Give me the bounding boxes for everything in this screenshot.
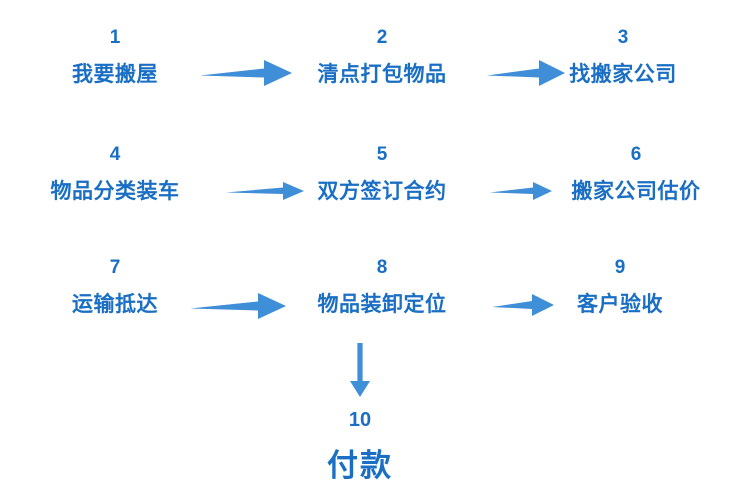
flow-step-10[interactable]: 10 付款 <box>327 410 393 481</box>
step-label: 找搬家公司 <box>569 63 677 86</box>
arrow-2-to-3-icon <box>487 60 565 86</box>
step-label: 物品装卸定位 <box>317 293 447 316</box>
step-label: 客户验收 <box>577 293 663 316</box>
flow-step-5[interactable]: 5 双方签订合约 <box>318 145 447 202</box>
step-number: 1 <box>109 27 121 48</box>
flow-step-7[interactable]: 7 运输抵达 <box>72 258 158 315</box>
flow-step-6[interactable]: 6 搬家公司估价 <box>572 145 701 202</box>
step-label: 搬家公司估价 <box>571 180 701 203</box>
flow-step-2[interactable]: 2 清点打包物品 <box>318 28 447 85</box>
arrow-8-to-10-icon <box>350 343 370 397</box>
step-number: 3 <box>617 27 629 48</box>
step-number: 4 <box>109 144 121 165</box>
step-number: 8 <box>376 257 388 278</box>
step-number: 2 <box>376 27 388 48</box>
step-label: 运输抵达 <box>72 293 158 316</box>
step-label: 我要搬屋 <box>72 63 158 86</box>
flow-step-3[interactable]: 3 找搬家公司 <box>569 28 677 85</box>
flow-step-8[interactable]: 8 物品装卸定位 <box>318 258 447 315</box>
step-number: 10 <box>348 409 372 431</box>
arrow-1-to-2-icon <box>200 60 292 86</box>
flow-step-9[interactable]: 9 客户验收 <box>577 258 663 315</box>
step-label: 物品分类装车 <box>50 180 180 203</box>
flow-step-1[interactable]: 1 我要搬屋 <box>72 28 158 85</box>
arrow-7-to-8-icon <box>190 293 286 319</box>
flow-step-4[interactable]: 4 物品分类装车 <box>51 145 180 202</box>
step-label: 清点打包物品 <box>317 63 447 86</box>
arrow-8-to-9-icon <box>492 294 554 316</box>
arrow-4-to-5-icon <box>226 182 304 200</box>
arrow-5-to-6-icon <box>490 182 552 200</box>
step-label: 付款 <box>327 448 393 483</box>
step-number: 7 <box>109 257 121 278</box>
step-number: 5 <box>376 144 388 165</box>
step-number: 9 <box>614 257 626 278</box>
step-number: 6 <box>630 144 642 165</box>
step-label: 双方签订合约 <box>317 180 447 203</box>
